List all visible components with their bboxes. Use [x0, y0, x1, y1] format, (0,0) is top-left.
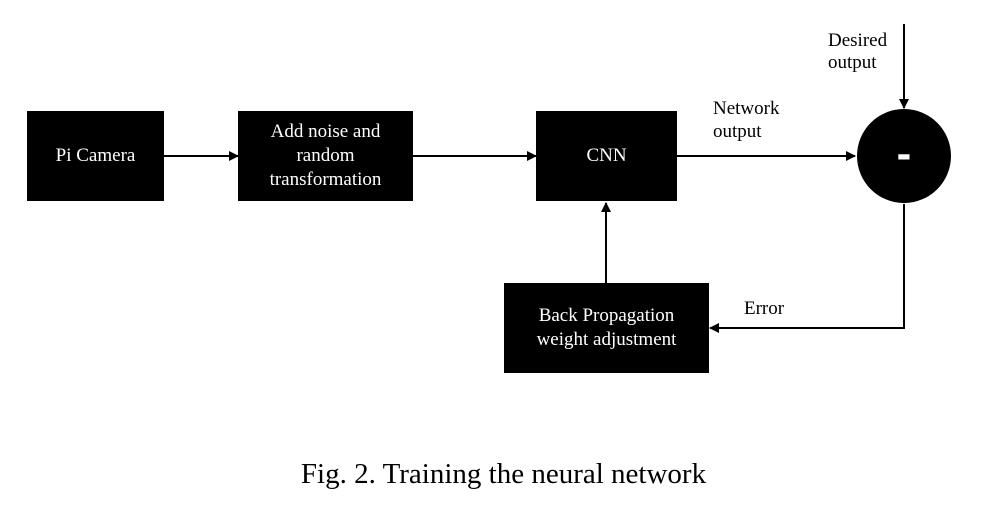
node-add-noise-line-3: transformation	[269, 169, 382, 190]
label-desired-output-line-1: Desired	[828, 30, 888, 51]
node-add-noise-line-2: random	[296, 145, 355, 166]
label-desired-output-line-2: output	[828, 52, 877, 73]
label-error: Error	[744, 298, 785, 319]
label-network-output-line-2: output	[713, 121, 762, 142]
node-cnn-label: CNN	[586, 145, 627, 166]
subtractor-node	[857, 109, 951, 203]
figure-caption: Fig. 2. Training the neural network	[300, 458, 707, 490]
node-backprop-line-1: Back Propagation	[538, 305, 675, 326]
node-pi-camera-label: Pi Camera	[55, 145, 136, 166]
edge-subtractor-to-backprop	[709, 204, 905, 333]
node-add-noise: Add noise and random transformation	[238, 111, 413, 201]
subtractor-minus-symbol: -	[896, 129, 912, 178]
node-add-noise-line-1: Add noise and	[270, 121, 381, 142]
node-backprop: Back Propagation weight adjustment	[504, 283, 709, 373]
node-pi-camera: Pi Camera	[27, 111, 164, 201]
label-network-output-line-1: Network	[713, 98, 780, 119]
node-cnn: CNN	[536, 111, 677, 201]
node-backprop-line-2: weight adjustment	[536, 329, 677, 350]
